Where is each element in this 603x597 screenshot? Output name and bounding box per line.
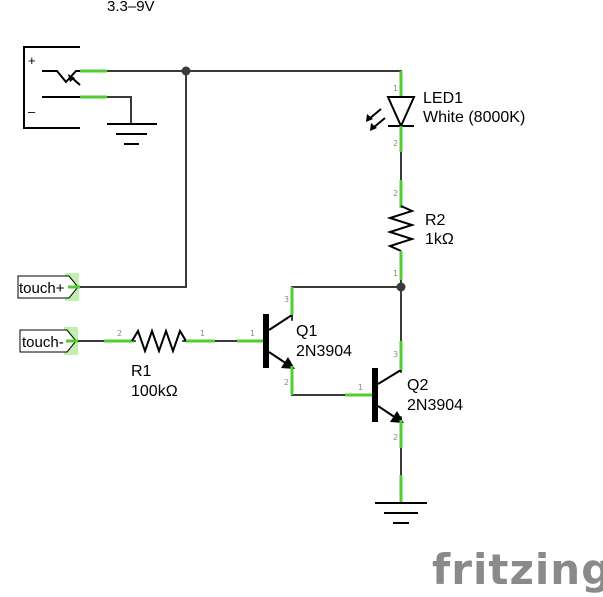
- touch-minus-tag: [19, 329, 77, 353]
- touch-plus-tag: [17, 275, 79, 299]
- r1[interactable]: 2 1 R1 100kΩ: [104, 327, 215, 400]
- r2-pin-1: 1: [393, 269, 398, 278]
- r2-ref: R2: [425, 212, 446, 229]
- dc-jack[interactable]: + –: [23, 46, 107, 129]
- q2-ref: Q2: [407, 377, 428, 394]
- q1-emitter-line: [268, 351, 288, 365]
- dc-jack-body: [23, 46, 80, 129]
- fritzing-logo: fritzing: [432, 545, 603, 594]
- q2[interactable]: 1 3 2 Q2 2N3904: [345, 341, 463, 448]
- led1-light-arrow-icon-2: [370, 123, 377, 131]
- supply-voltage-label: 3.3–9V: [107, 0, 155, 15]
- led1-light-arrow-icon-1: [366, 114, 373, 122]
- touch-plus-port[interactable]: touch+: [17, 273, 80, 301]
- r2-pin-2: 2: [393, 189, 398, 198]
- r1-pin-1: 1: [200, 329, 205, 338]
- r2-zigzag: [386, 205, 416, 252]
- led1-pin-2: 2: [393, 139, 398, 148]
- led1-value: White (8000K): [423, 109, 525, 126]
- q1-pin-e: 2: [284, 378, 289, 387]
- q1-pin-b: 1: [250, 329, 255, 338]
- wire-touch-plus: [79, 70, 187, 288]
- wire-gnd-jack: [106, 96, 132, 125]
- q2-emitter-line: [377, 405, 397, 419]
- q2-value: 2N3904: [407, 397, 463, 414]
- touch-minus-label: touch-: [22, 334, 64, 351]
- touch-plus-label: touch+: [19, 280, 65, 297]
- led1-pin-1: 1: [393, 84, 398, 93]
- led1-ref: LED1: [423, 90, 463, 107]
- r1-zigzag: [131, 327, 187, 355]
- r1-pin-2: 2: [117, 329, 122, 338]
- led1[interactable]: 1 2 LED1 White (8000K): [366, 71, 525, 152]
- r1-value: 100kΩ: [131, 383, 178, 400]
- q1-collector-line: [268, 314, 293, 331]
- q2-collector-line: [377, 369, 402, 385]
- junction-dot-node: [396, 282, 406, 292]
- touch-minus-port[interactable]: touch-: [19, 327, 78, 355]
- q1[interactable]: 1 3 2 Q1 2N3904: [237, 287, 352, 395]
- q2-pin-c: 3: [393, 350, 398, 359]
- q1-pin-c: 3: [284, 295, 289, 304]
- wires: [77, 70, 402, 504]
- r1-ref: R1: [131, 363, 152, 380]
- dc-jack-arrow-icon: [68, 74, 75, 82]
- r2[interactable]: 2 1 R2 1kΩ: [386, 180, 454, 280]
- q1-ref: Q1: [296, 323, 317, 340]
- q2-pin-e: 2: [393, 433, 398, 442]
- ground-symbol-jack: [107, 123, 157, 145]
- dc-jack-minus-sign: –: [28, 104, 36, 119]
- ground-symbol-main: [375, 475, 427, 524]
- q1-value: 2N3904: [296, 343, 352, 360]
- junction-dot-vcc: [181, 66, 191, 76]
- q2-pin-b: 1: [358, 383, 363, 392]
- dc-jack-plus-sign: +: [28, 53, 36, 68]
- r2-value: 1kΩ: [425, 231, 454, 248]
- led1-triangle: [386, 96, 416, 129]
